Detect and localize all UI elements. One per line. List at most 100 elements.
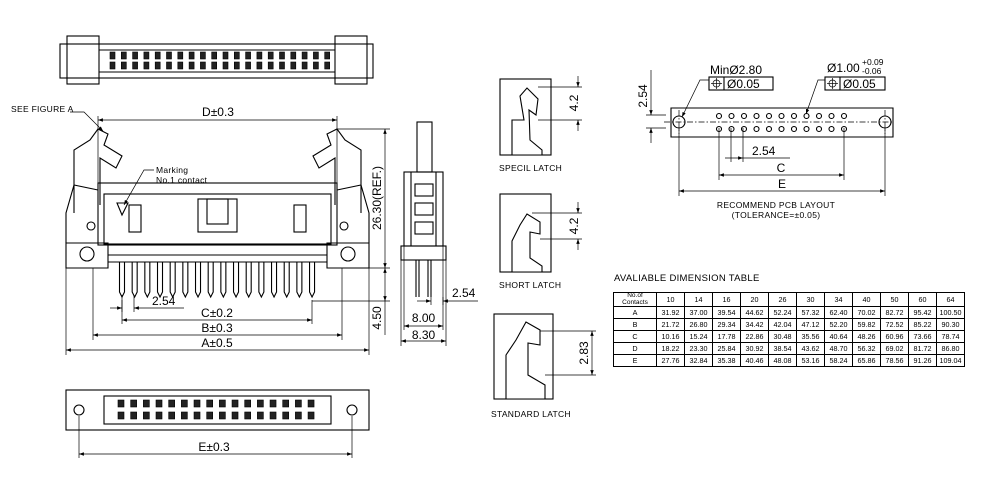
bottom-contact	[244, 411, 251, 420]
front-pin	[144, 262, 151, 299]
table-cell: 52.20	[824, 318, 853, 331]
top-contact	[188, 51, 195, 60]
top-contact	[290, 61, 297, 70]
bottom-contact	[181, 411, 188, 420]
bottom-contact	[282, 399, 290, 408]
bottom-contact	[130, 411, 137, 420]
front-pin	[194, 262, 202, 299]
pcb-hole	[765, 112, 773, 120]
front-pin	[258, 262, 265, 299]
table-cell: 30.48	[768, 330, 797, 343]
top-view	[59, 35, 374, 85]
table-cell: 56.32	[852, 342, 881, 355]
pcb-hole	[815, 112, 823, 120]
top-view-contacts	[109, 51, 331, 70]
bottom-contact	[219, 411, 226, 420]
table-cell: 81.72	[908, 342, 937, 355]
table-cell: 30.92	[740, 342, 769, 355]
bottom-contact	[117, 411, 125, 420]
table-col-header: 60	[908, 292, 937, 307]
bottom-contact	[307, 399, 315, 408]
table-cell: 86.80	[936, 342, 965, 355]
table-cell: 90.30	[936, 318, 965, 331]
table-cell: 109.04	[936, 354, 965, 367]
table-cell: 38.54	[768, 342, 797, 355]
pcb-hole	[765, 125, 773, 133]
pcb-tol-right: Ø0.05	[843, 77, 876, 91]
dim-a: A±0.5	[201, 336, 233, 350]
table-cell: 73.66	[908, 330, 937, 343]
bottom-contact	[269, 411, 277, 420]
pcb-hole	[790, 112, 798, 120]
pcb-hole	[840, 112, 848, 120]
pcb-hole-dia: Ø1.00	[827, 61, 860, 75]
top-contact	[313, 61, 319, 70]
top-contact	[267, 61, 274, 70]
table-cell: 42.04	[768, 318, 797, 331]
bottom-view: E±0.3	[65, 389, 370, 458]
table-cell: 70.02	[852, 306, 881, 319]
pcb-hole-minus: -0.06	[862, 66, 882, 76]
top-contact	[200, 51, 206, 60]
pcb-hole	[728, 112, 735, 120]
top-contact	[279, 51, 285, 60]
front-pin	[296, 262, 303, 299]
pcb-hole	[753, 112, 760, 120]
top-contact	[188, 61, 195, 70]
table-cell: 22.86	[740, 330, 769, 343]
table-cell: 48.26	[852, 330, 881, 343]
top-contact	[267, 51, 274, 60]
table-cell: 26.80	[684, 318, 713, 331]
table-cell: 21.72	[656, 318, 685, 331]
bottom-contact	[269, 399, 277, 408]
table-cell: 100.50	[936, 306, 965, 319]
table-header-label: No.of Contacts	[613, 292, 657, 307]
table-col-header: 30	[796, 292, 825, 307]
pcb-hole	[740, 125, 748, 133]
top-contact	[211, 51, 217, 60]
table-col-header: 64	[936, 292, 965, 307]
dim-latch-standard: 2.83	[577, 341, 591, 365]
table-row-label: A	[613, 306, 657, 319]
top-contact	[256, 61, 263, 70]
table-cell: 34.42	[740, 318, 769, 331]
bottom-contact	[168, 399, 175, 408]
table-cell: 17.78	[712, 330, 741, 343]
top-contact	[301, 51, 308, 60]
table-cell: 95.42	[908, 306, 937, 319]
top-contact	[290, 51, 297, 60]
table-col-header: 20	[740, 292, 769, 307]
pcb-hole	[753, 125, 760, 133]
table-cell: 29.34	[712, 318, 741, 331]
dim-pitch: 2.54	[152, 294, 176, 308]
pcb-dim-c: C	[777, 161, 786, 175]
bottom-contact	[117, 399, 125, 408]
header-label-line2: Contacts	[622, 298, 648, 306]
top-contact	[222, 51, 229, 60]
pcb-hole	[740, 112, 748, 120]
dim-d: D±0.3	[202, 105, 234, 119]
front-pin	[207, 262, 214, 299]
label-no1-contact: No.1 contact	[156, 175, 208, 185]
table-cell: 58.24	[824, 354, 853, 367]
pcb-hole	[803, 125, 810, 133]
top-contact	[313, 51, 319, 60]
pcb-hole	[778, 112, 785, 120]
table-cell: 18.22	[656, 342, 685, 355]
label-marking: Marking	[156, 165, 188, 175]
top-contact	[154, 51, 161, 60]
latch-short: 4.2 SHORT LATCH	[499, 193, 582, 290]
dim-latch-short: 4.2	[567, 217, 581, 234]
bottom-contact	[143, 411, 150, 420]
pcb-pitch: 2.54	[752, 144, 776, 158]
top-contact	[177, 61, 184, 70]
table-cell: 48.08	[768, 354, 797, 367]
table-cell: 78.56	[880, 354, 909, 367]
pcb-dim-e: E	[778, 177, 786, 191]
table-row-label: B	[613, 318, 657, 331]
table-cell: 23.30	[684, 342, 713, 355]
top-contact	[234, 61, 240, 70]
bottom-contact	[155, 411, 163, 420]
